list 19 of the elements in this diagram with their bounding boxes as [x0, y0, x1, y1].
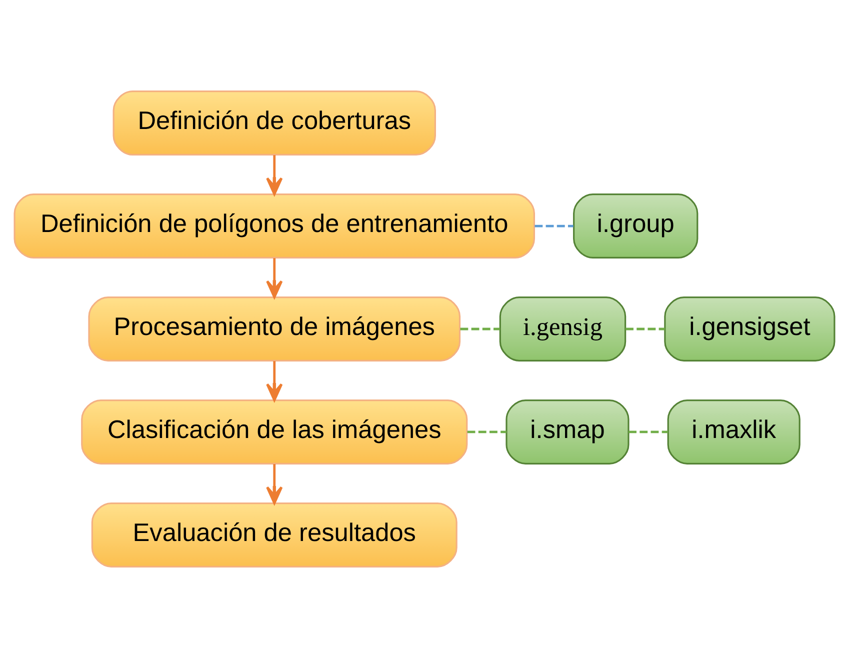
arrow — [266, 154, 283, 195]
node-box: Evaluación de resultados — [91, 502, 458, 567]
connector — [626, 327, 665, 330]
node-box: i.gensig — [499, 296, 626, 361]
arrow — [266, 258, 283, 298]
node-box: i.gensigset — [664, 296, 836, 361]
node-box: i.smap — [506, 399, 630, 464]
node-box: i.maxlik — [667, 399, 800, 464]
connector — [460, 327, 500, 330]
connector — [628, 430, 668, 433]
connector — [534, 224, 574, 227]
node-box: Definición de polígonos de entrenamiento — [14, 193, 536, 258]
node-box: Clasificación de las imágenes — [81, 399, 468, 464]
node-box: Procesamiento de imágenes — [88, 296, 461, 361]
arrow — [266, 360, 283, 401]
node-box: Definición de coberturas — [112, 90, 436, 155]
arrow — [266, 464, 283, 504]
connector — [467, 430, 506, 433]
node-box: i.group — [573, 193, 698, 258]
